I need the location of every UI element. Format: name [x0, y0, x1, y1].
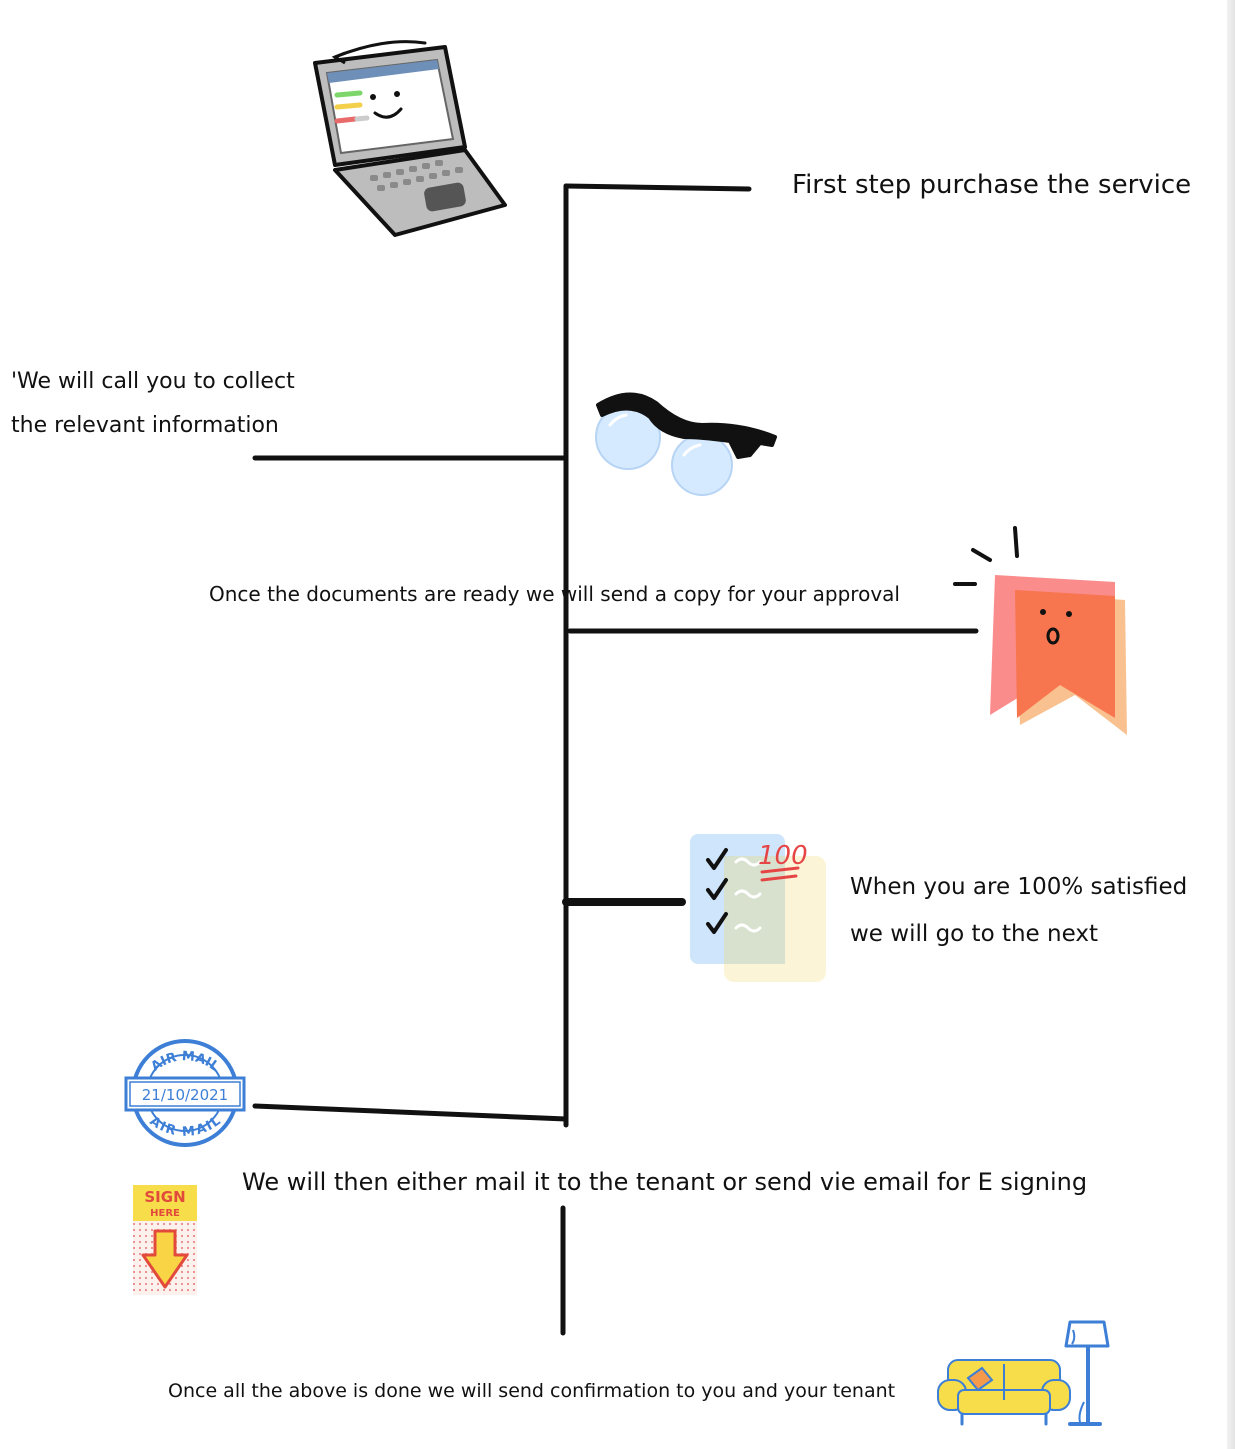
score-badge: 100: [758, 841, 808, 871]
step-4-line-2: we will go to the next: [850, 921, 1098, 947]
bookmark-icon: [953, 526, 1127, 735]
laptop-icon: [313, 40, 507, 237]
airmail-stamp-icon: AIR MAIL AIR MAIL 21/10/2021: [124, 1039, 246, 1147]
page-edge: [1227, 0, 1235, 1449]
step-2-line-1: 'We will call you to collect: [11, 369, 295, 394]
step-4-text: When you are 100% satisfied we will go t…: [850, 864, 1220, 958]
checklist-icon: 100: [690, 834, 826, 982]
step-3-text: Once the documents are ready we will sen…: [209, 582, 900, 606]
stamp-date: 21/10/2021: [142, 1086, 228, 1104]
connector-step-5: [252, 1103, 569, 1122]
step-2-text: 'We will call you to collect the relevan…: [11, 360, 311, 448]
sign-here-icon: SIGN HERE: [133, 1185, 197, 1295]
sign-subtitle: HERE: [150, 1208, 180, 1219]
step-5-text: We will then either mail it to the tenan…: [242, 1168, 1088, 1196]
glasses-icon: [595, 392, 777, 496]
step-6-text: Once all the above is done we will send …: [168, 1380, 896, 1402]
step-4-line-1: When you are 100% satisfied: [850, 874, 1188, 900]
connector-step-1: [563, 183, 752, 192]
sofa-lamp-icon: [937, 1320, 1110, 1426]
step-1-text: First step purchase the service: [792, 170, 1192, 200]
step-2-line-2: the relevant information: [11, 413, 279, 438]
sign-title: SIGN: [144, 1188, 185, 1206]
